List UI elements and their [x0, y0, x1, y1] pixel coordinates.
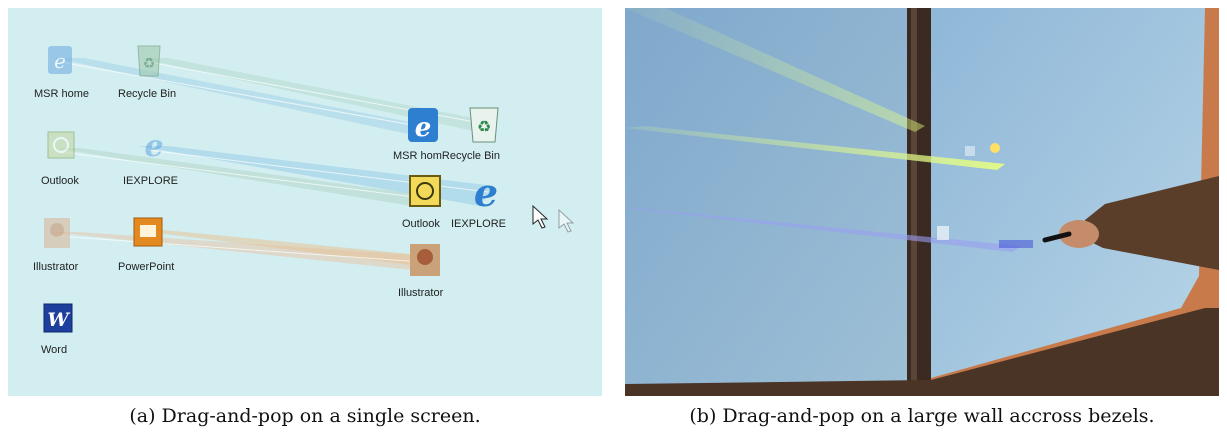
iexplore-icon: e: [144, 129, 163, 164]
large-wall-photo: [625, 8, 1219, 396]
word-label: Word: [41, 344, 68, 356]
msr-home-label: MSR home: [34, 88, 90, 100]
drag-and-pop-single-screen-figure: e ♻ e W e ♻: [8, 8, 602, 396]
caption-a: (a) Drag-and-pop on a single screen.: [129, 405, 481, 427]
outlook-icon: [47, 131, 75, 159]
ghost-cursor-icon: [558, 208, 575, 233]
popped-msr-home-icon: e: [408, 108, 438, 143]
svg-text:W: W: [47, 309, 70, 331]
svg-text:e: e: [415, 113, 432, 143]
caption-b: (b) Drag-and-pop on a large wall accross…: [689, 405, 1155, 427]
svg-text:e: e: [54, 49, 66, 73]
msr-home-icon: e: [48, 46, 72, 74]
svg-text:♻: ♻: [143, 56, 156, 72]
popped-outlook-label: Outlook: [402, 218, 440, 230]
popped-illustrator-icon: [410, 244, 440, 276]
iexplore-label: IEXPLORE: [123, 175, 179, 187]
popped-iexplore-icon: e: [474, 170, 498, 215]
powerpoint-icon: [133, 217, 163, 247]
svg-text:♻: ♻: [477, 117, 491, 136]
popped-recycle-bin-icon: ♻: [469, 107, 499, 143]
popped-msr-recycle-label: MSR homRecycle Bin: [393, 150, 500, 162]
popped-outlook-icon: [409, 175, 441, 207]
illustrator-icon: [44, 218, 70, 248]
wall-photo-drawing: [625, 8, 1219, 396]
word-icon: W: [43, 303, 73, 333]
svg-text:e: e: [474, 170, 498, 215]
illustrator-label: Illustrator: [33, 261, 79, 273]
cursor-icon: [532, 204, 549, 229]
recycle-bin-icon: ♻: [137, 45, 161, 77]
recycle-bin-label: Recycle Bin: [118, 88, 177, 100]
powerpoint-label: PowerPoint: [118, 261, 175, 273]
popped-illustrator-label: Illustrator: [398, 287, 444, 299]
svg-text:e: e: [144, 129, 163, 164]
desktop-icons: e ♻ e W e ♻: [43, 45, 575, 333]
popped-iexplore-label: IEXPLORE: [451, 218, 507, 230]
outlook-label: Outlook: [41, 175, 79, 187]
